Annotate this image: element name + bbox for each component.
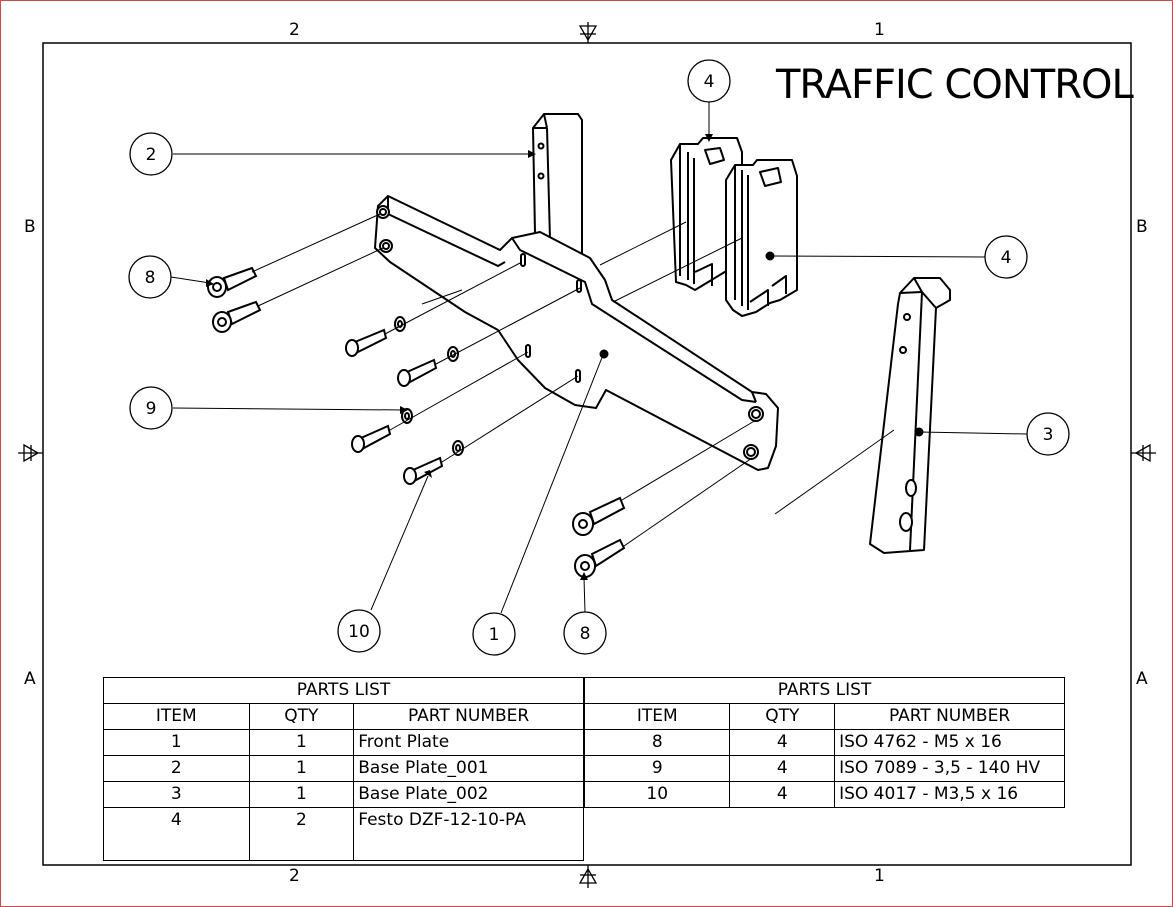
balloon-item-10: 10 bbox=[337, 609, 381, 653]
column-header-item: ITEM bbox=[583, 703, 731, 730]
zone-label-top-left: 2 bbox=[289, 20, 300, 40]
balloon-item-8-left: 8 bbox=[128, 255, 172, 299]
column-header-part-number: PART NUMBER bbox=[834, 703, 1065, 730]
item-cell: 2 bbox=[103, 755, 250, 782]
balloon-item-1-label: 1 bbox=[489, 625, 500, 645]
balloon-item-1: 1 bbox=[472, 612, 516, 656]
zone-label-top-right: 1 bbox=[874, 20, 885, 40]
balloon-item-2: 2 bbox=[129, 132, 173, 176]
drawing-frame bbox=[42, 42, 1132, 866]
parts-list-title: PARTS LIST bbox=[584, 677, 1065, 704]
drawing-title: TRAFFIC CONTROL bbox=[776, 62, 1134, 108]
base-plate-001 bbox=[531, 113, 583, 257]
balloon-item-9: 9 bbox=[129, 386, 173, 430]
balloon-item-4-right: 4 bbox=[984, 235, 1028, 279]
column-header-part-number: PART NUMBER bbox=[353, 703, 584, 730]
balloon-item-4-top: 4 bbox=[687, 59, 731, 103]
leader-lines bbox=[170, 102, 1028, 614]
qty-cell: 1 bbox=[248, 755, 355, 782]
balloon-item-8-bottom: 8 bbox=[563, 611, 607, 655]
balloon-item-8-bottom-label: 8 bbox=[580, 624, 591, 644]
qty-cell: 1 bbox=[248, 729, 355, 756]
parts-list-header-row: ITEM QTY PART NUMBER bbox=[583, 703, 1065, 730]
centering-mark-bottom bbox=[578, 865, 598, 888]
screw-iso-4017-4 bbox=[403, 456, 444, 485]
item-cell: 9 bbox=[583, 755, 731, 782]
table-row: 10 4 ISO 4017 - M3,5 x 16 bbox=[583, 781, 1065, 808]
balloon-item-10-label: 10 bbox=[348, 622, 370, 642]
balloon-item-4-right-label: 4 bbox=[1001, 248, 1012, 268]
screw-iso-4017-1 bbox=[345, 328, 388, 357]
centering-mark-left bbox=[18, 443, 43, 463]
part-number-cell: Front Plate bbox=[353, 729, 584, 756]
part-number-cell: Festo DZF-12-10-PA bbox=[353, 807, 584, 861]
front-plate bbox=[374, 195, 779, 471]
part-number-cell: ISO 4017 - M3,5 x 16 bbox=[834, 781, 1065, 808]
zone-label-left-bottom: A bbox=[24, 669, 36, 689]
balloon-item-3: 3 bbox=[1026, 412, 1070, 456]
parts-list-title-row: PARTS LIST bbox=[103, 677, 584, 704]
zone-label-bottom-right: 1 bbox=[874, 866, 885, 886]
qty-cell: 4 bbox=[729, 781, 836, 808]
festo-cylinder-front bbox=[725, 159, 798, 317]
qty-cell: 1 bbox=[248, 781, 355, 808]
screw-iso-4762-lower-left bbox=[212, 300, 262, 333]
parts-list-title-row: PARTS LIST bbox=[584, 677, 1065, 704]
part-number-cell: ISO 7089 - 3,5 - 140 HV bbox=[834, 755, 1065, 782]
washer-iso-7089-2 bbox=[447, 346, 459, 362]
parts-list-header-row: ITEM QTY PART NUMBER bbox=[103, 703, 584, 730]
assembly-trail-lines bbox=[251, 213, 895, 547]
part-number-cell: ISO 4762 - M5 x 16 bbox=[834, 729, 1065, 756]
table-row: 8 4 ISO 4762 - M5 x 16 bbox=[583, 729, 1065, 756]
balloon-item-4-top-label: 4 bbox=[704, 72, 715, 92]
parts-list-right: PARTS LIST ITEM QTY PART NUMBER 8 4 ISO … bbox=[583, 677, 1065, 808]
centering-mark-right bbox=[1131, 443, 1156, 463]
qty-cell: 4 bbox=[729, 729, 836, 756]
zone-label-right-top: B bbox=[1136, 217, 1148, 237]
table-row: 9 4 ISO 7089 - 3,5 - 140 HV bbox=[583, 755, 1065, 782]
parts-list-left: PARTS LIST ITEM QTY PART NUMBER 1 1 Fron… bbox=[103, 677, 584, 861]
table-row: 3 1 Base Plate_002 bbox=[103, 781, 584, 808]
screw-iso-4762-top-left bbox=[207, 266, 258, 298]
zone-label-left-top: B bbox=[24, 217, 36, 237]
washer-iso-7089-4 bbox=[452, 440, 464, 456]
item-cell: 8 bbox=[583, 729, 731, 756]
table-row: 4 2 Festo DZF-12-10-PA bbox=[103, 807, 584, 861]
column-header-qty: QTY bbox=[729, 703, 836, 730]
balloon-item-9-label: 9 bbox=[146, 399, 157, 419]
centering-mark-top bbox=[578, 22, 598, 43]
qty-cell: 2 bbox=[248, 807, 355, 861]
screw-iso-4017-2 bbox=[397, 358, 438, 387]
table-row: 2 1 Base Plate_001 bbox=[103, 755, 584, 782]
part-number-cell: Base Plate_002 bbox=[353, 781, 584, 808]
parts-list-title: PARTS LIST bbox=[103, 677, 584, 704]
balloon-item-3-label: 3 bbox=[1043, 425, 1054, 445]
screw-iso-4762-bottom-lower bbox=[574, 538, 626, 578]
balloon-item-8-left-label: 8 bbox=[145, 268, 156, 288]
screw-iso-4017-3 bbox=[351, 424, 392, 453]
column-header-qty: QTY bbox=[248, 703, 355, 730]
screw-iso-4762-bottom-upper bbox=[572, 496, 626, 536]
item-cell: 3 bbox=[103, 781, 250, 808]
zone-label-bottom-left: 2 bbox=[289, 866, 300, 886]
item-cell: 1 bbox=[103, 729, 250, 756]
column-header-item: ITEM bbox=[103, 703, 250, 730]
item-cell: 4 bbox=[103, 807, 250, 861]
part-number-cell: Base Plate_001 bbox=[353, 755, 584, 782]
item-cell: 10 bbox=[583, 781, 731, 808]
qty-cell: 4 bbox=[729, 755, 836, 782]
leader-arrowheads bbox=[206, 134, 713, 580]
balloon-item-2-label: 2 bbox=[146, 145, 157, 165]
base-plate-002 bbox=[869, 277, 951, 554]
table-row: 1 1 Front Plate bbox=[103, 729, 584, 756]
zone-label-right-bottom: A bbox=[1136, 669, 1148, 689]
